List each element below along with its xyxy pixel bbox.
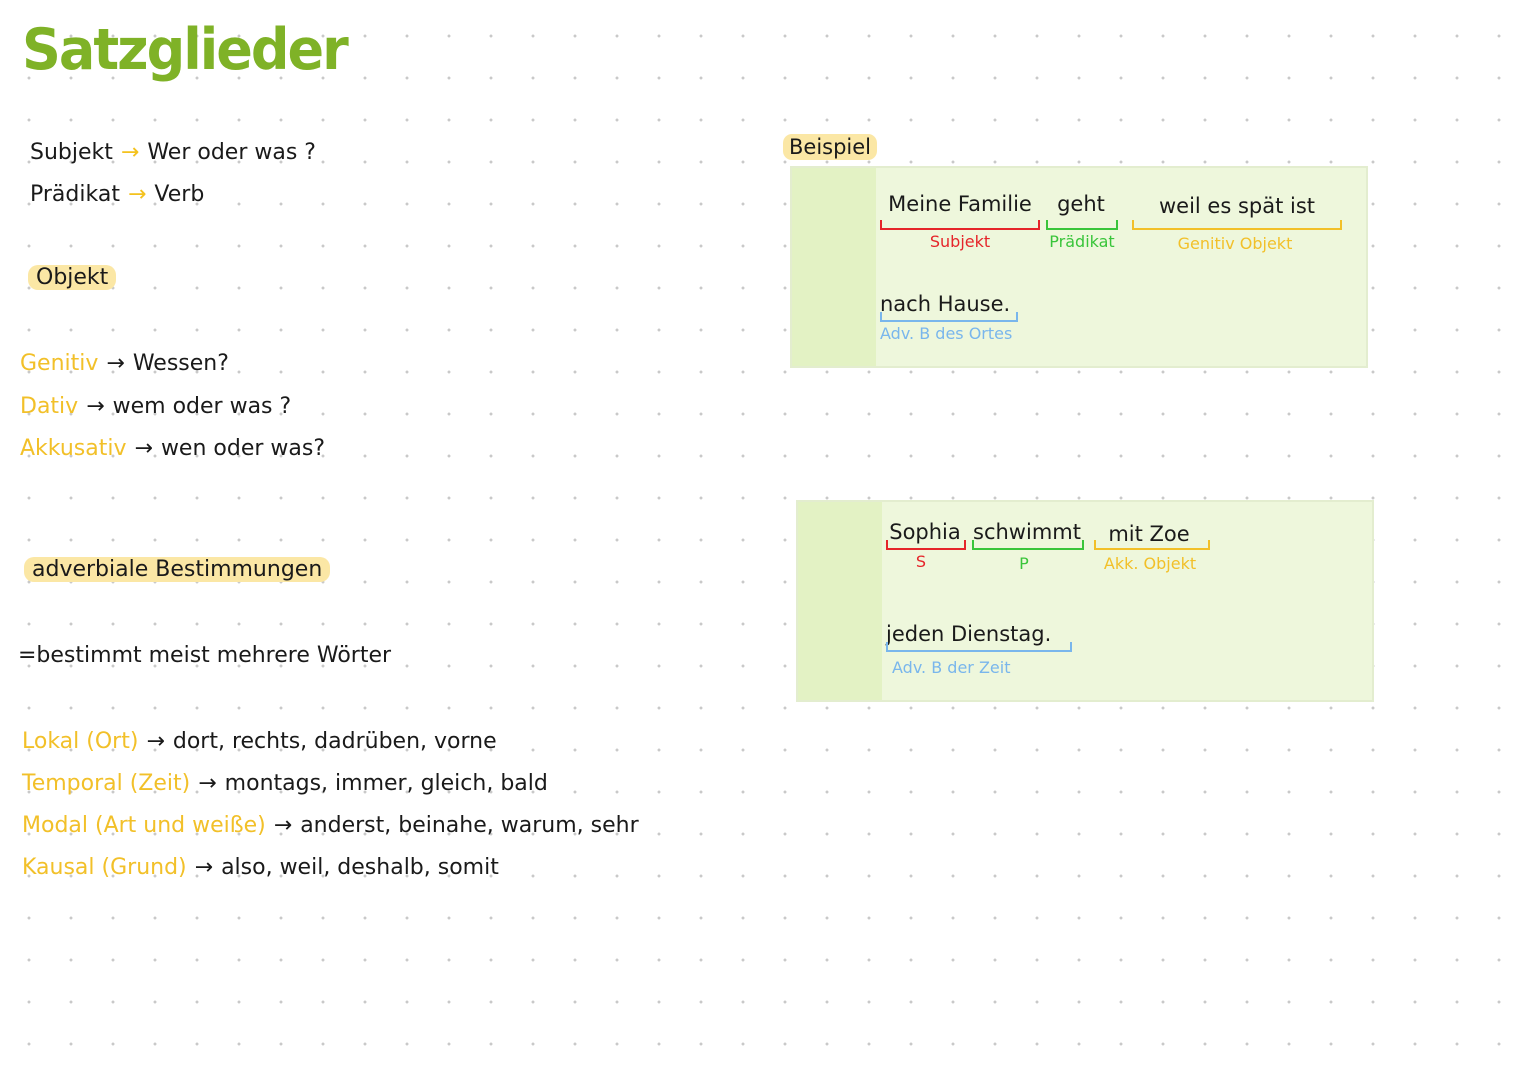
sentence-part: jeden Dienstag. [886, 622, 1052, 646]
case-name: Genitiv [20, 351, 99, 376]
part-label: Prädikat [1049, 232, 1115, 251]
subjekt-question: Wer oder was ? [147, 140, 316, 165]
adverbial-examples: also, weil, deshalb, somit [221, 855, 499, 880]
adverbial-type: Temporal (Zeit) [22, 771, 191, 796]
underline-bracket [880, 220, 1040, 230]
adverbial-row: Temporal (Zeit) → montags, immer, gleich… [22, 771, 548, 796]
example-box-2: Sophia S schwimmt P mit Zoe Akk. Objekt … [796, 500, 1374, 702]
case-question: wem oder was ? [112, 394, 292, 419]
underline-bracket [972, 540, 1084, 550]
adverbial-heading: adverbiale Bestimmungen [24, 557, 331, 582]
part-label: Genitiv Objekt [1177, 234, 1293, 253]
underline-bracket [886, 642, 1072, 652]
adverbial-examples: montags, immer, gleich, bald [224, 771, 548, 796]
case-question: Wessen? [132, 351, 229, 376]
adverbial-type: Kausal (Grund) [22, 855, 187, 880]
arrow-icon: → [134, 436, 153, 461]
arrow-icon: → [198, 771, 217, 796]
underline-bracket [1132, 220, 1342, 230]
underline-bracket [1046, 220, 1118, 230]
case-question: wen oder was? [160, 436, 326, 461]
case-name: Dativ [20, 394, 79, 419]
sentence-part: nach Hause. [880, 292, 1011, 316]
box-margin-strip [798, 502, 882, 700]
arrow-icon: → [146, 729, 165, 754]
arrow-icon: → [127, 182, 147, 207]
underline-bracket [1094, 540, 1210, 550]
adverbial-examples: anderst, beinahe, warum, sehr [300, 813, 639, 838]
part-label: Adv. B des Ortes [880, 324, 1013, 343]
part-label: Akk. Objekt [1103, 554, 1197, 573]
objekt-row: Dativ → wem oder was ? [20, 394, 291, 419]
example-tag: Beispiel [783, 134, 878, 160]
praedikat-term: Prädikat [30, 182, 120, 207]
objekt-row: Akkusativ → wen oder was? [20, 436, 325, 461]
sentence-part: Meine Familie [888, 192, 1032, 216]
sentence-part: schwimmt [973, 520, 1081, 544]
example-box-1: Meine Familie Subjekt geht Prädikat weil… [790, 166, 1368, 368]
part-label: S [915, 552, 927, 571]
adverbial-type: Lokal (Ort) [22, 729, 139, 754]
subjekt-term: Subjekt [30, 140, 113, 165]
praedikat-answer: Verb [154, 182, 205, 207]
arrow-icon: → [273, 813, 293, 838]
adverbial-type: Modal (Art und weiße) [22, 813, 266, 838]
case-name: Akkusativ [20, 436, 127, 461]
underline-bracket [886, 540, 966, 550]
sentence-part: mit Zoe [1108, 522, 1190, 546]
underline-bracket [880, 312, 1018, 322]
part-label: P [1019, 554, 1029, 573]
arrow-icon: → [194, 855, 214, 880]
praedikat-row: Prädikat → Verb [30, 182, 204, 207]
adverbial-row: Kausal (Grund) → also, weil, deshalb, so… [22, 855, 499, 880]
box-margin-strip [792, 168, 876, 366]
subjekt-row: Subjekt → Wer oder was ? [30, 140, 316, 165]
adverbial-row: Lokal (Ort) → dort, rechts, dadrüben, vo… [22, 729, 497, 754]
part-label: Subjekt [929, 232, 991, 251]
sentence-part: weil es spät ist [1158, 194, 1316, 218]
arrow-icon: → [120, 140, 140, 165]
arrow-icon: → [106, 351, 125, 376]
objekt-heading: Objekt [28, 265, 117, 290]
sentence-part: Sophia [889, 520, 961, 544]
part-label: Adv. B der Zeit [892, 658, 1011, 677]
objekt-row: Genitiv → Wessen? [20, 351, 229, 376]
adverbial-row: Modal (Art und weiße) → anderst, beinahe… [22, 813, 639, 838]
adverbial-definition: =bestimmt meist mehrere Wörter [18, 643, 392, 668]
page-title: Satzglieder [22, 16, 349, 83]
adverbial-examples: dort, rechts, dadrüben, vorne [172, 729, 497, 754]
arrow-icon: → [86, 394, 105, 419]
sentence-part: geht [1057, 192, 1105, 216]
